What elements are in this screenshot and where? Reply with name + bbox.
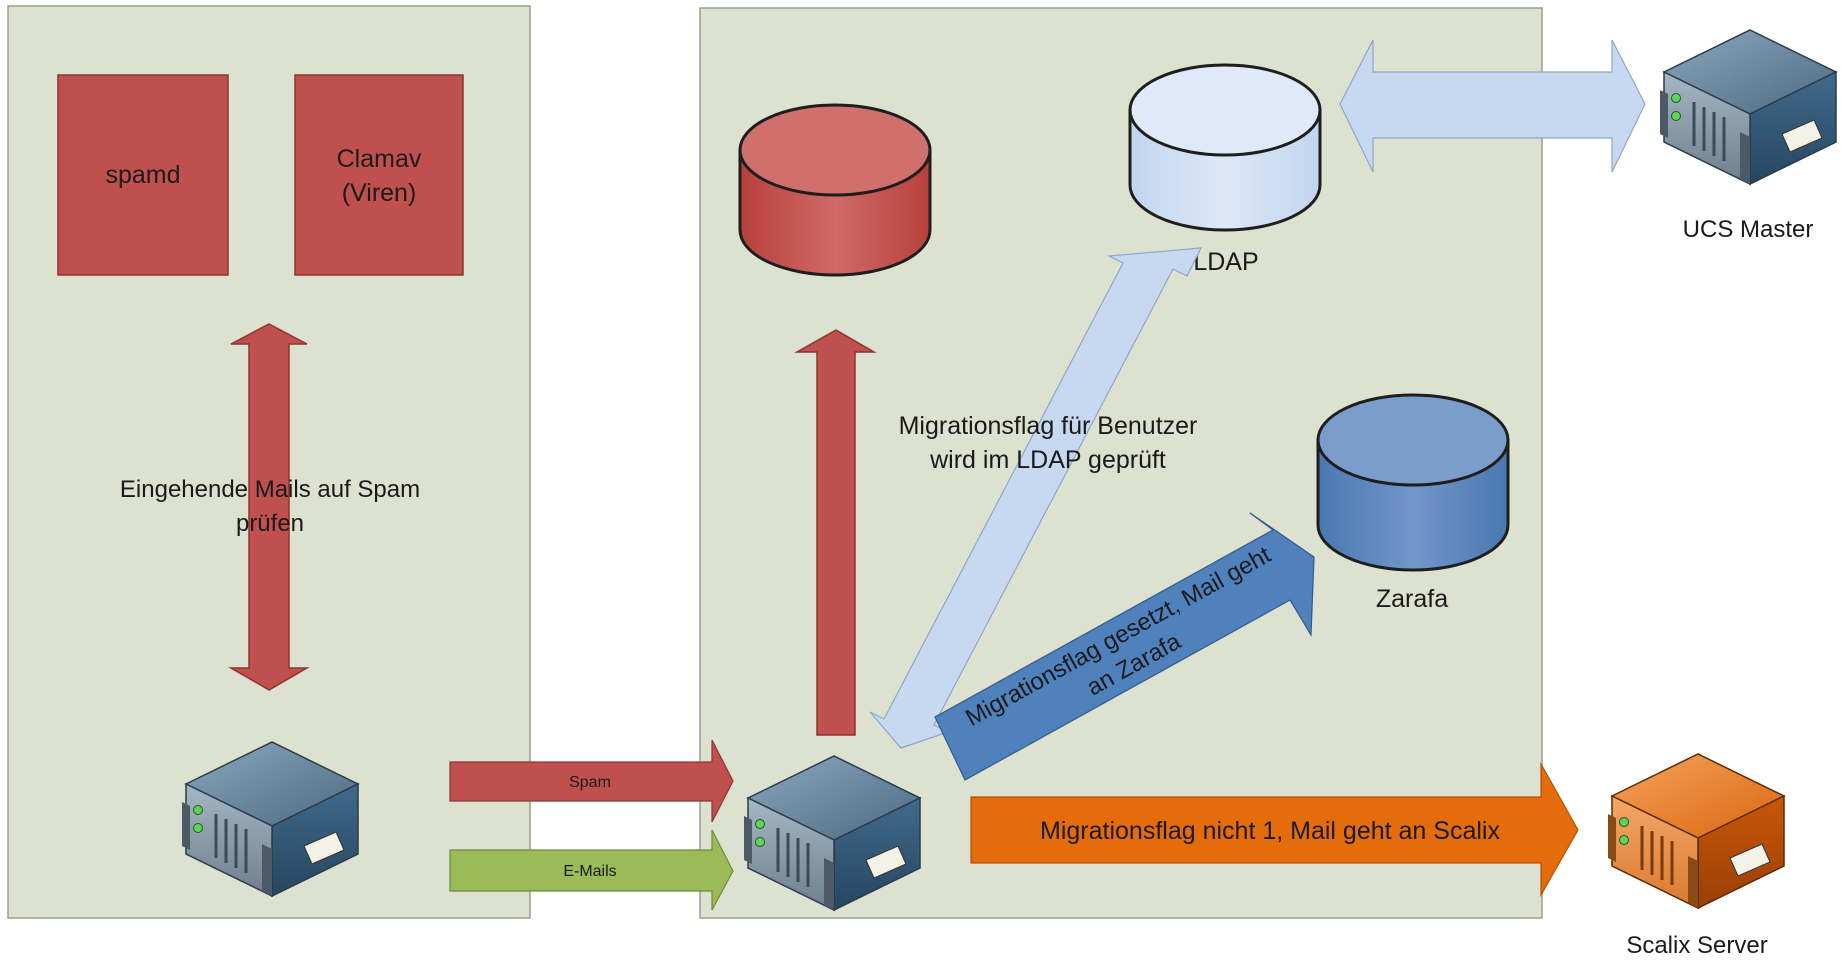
scalix-server-label: Scalix Server — [1626, 932, 1767, 959]
spamd-box — [57, 74, 229, 276]
spam-check-label-line1: Eingehende Mails auf Spam — [120, 476, 420, 503]
emails-arrow-label: E-Mails — [563, 863, 616, 880]
ldap-check-label-line2: wird im LDAP geprüft — [929, 446, 1166, 474]
scalix-server-icon — [1606, 752, 1786, 910]
emails-arrow — [449, 829, 734, 911]
spamd-label: spamd — [105, 161, 180, 189]
ldap-database-icon — [1128, 63, 1322, 232]
scalix-arrow-label: Migrationsflag nicht 1, Mail geht an Sca… — [1040, 817, 1500, 845]
ldap-check-label-line1: Migrationsflag für Benutzer — [899, 412, 1198, 440]
clamav-label-line2: (Viren) — [342, 179, 417, 207]
ucs-master-server-icon — [1658, 28, 1838, 186]
ldap-label: LDAP — [1193, 248, 1258, 276]
scalix-arrow — [970, 761, 1579, 898]
spam-arrow — [449, 739, 734, 823]
spam-check-label-line2: prüfen — [236, 510, 304, 537]
zarafa-database-icon — [1316, 393, 1510, 572]
red-database-icon — [738, 103, 932, 277]
clamav-box — [294, 74, 464, 276]
spam-arrow-label: Spam — [569, 774, 611, 791]
zarafa-arrow — [934, 512, 1315, 781]
red-up-arrow — [794, 329, 877, 736]
zarafa-label: Zarafa — [1376, 585, 1448, 613]
ucs-master-label: UCS Master — [1683, 216, 1814, 243]
clamav-label-line1: Clamav — [337, 145, 422, 173]
ldap-check-double-arrow — [869, 247, 1203, 749]
spam-check-double-arrow — [228, 323, 310, 691]
ldap-ucs-double-arrow — [1339, 39, 1646, 173]
